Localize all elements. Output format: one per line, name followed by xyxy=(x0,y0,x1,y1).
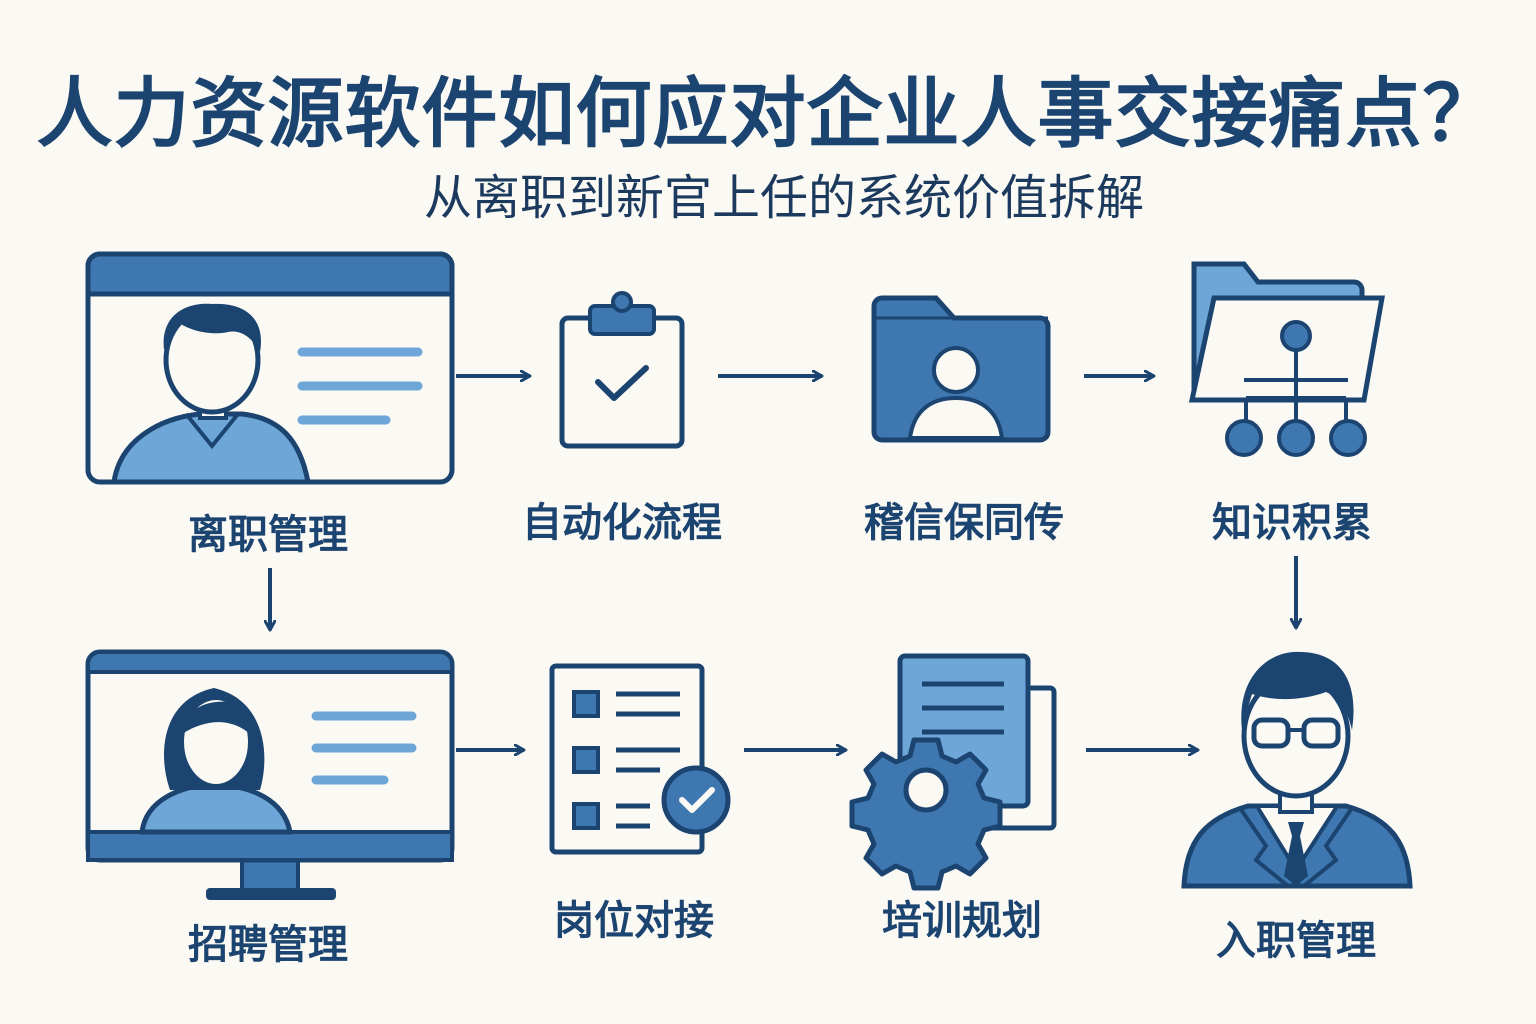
label-onboarding: 入职管理 xyxy=(1216,918,1376,964)
label-resignation: 离职管理 xyxy=(188,512,348,558)
businessman-icon xyxy=(1181,651,1413,889)
label-knowledge: 知识积累 xyxy=(1212,500,1372,546)
profile-card-male-icon xyxy=(85,251,455,485)
page-subtitle: 从离职到新官上任的系统价值拆解 xyxy=(423,170,1144,226)
label-audit: 稽信保同传 xyxy=(864,500,1064,546)
label-handover: 岗位对接 xyxy=(554,898,714,944)
folder-hierarchy-icon xyxy=(1188,261,1385,457)
clipboard-check-icon xyxy=(559,291,685,449)
document-gear-icon xyxy=(849,653,1057,891)
folder-user-icon xyxy=(871,295,1051,443)
monitor-female-icon xyxy=(85,649,455,900)
checklist-icon xyxy=(549,663,731,855)
label-training: 培训规划 xyxy=(882,898,1042,944)
page-title: 人力资源软件如何应对企业人事交接痛点？ xyxy=(36,69,1500,158)
label-recruitment: 招聘管理 xyxy=(188,922,348,968)
label-automation: 自动化流程 xyxy=(522,500,722,546)
